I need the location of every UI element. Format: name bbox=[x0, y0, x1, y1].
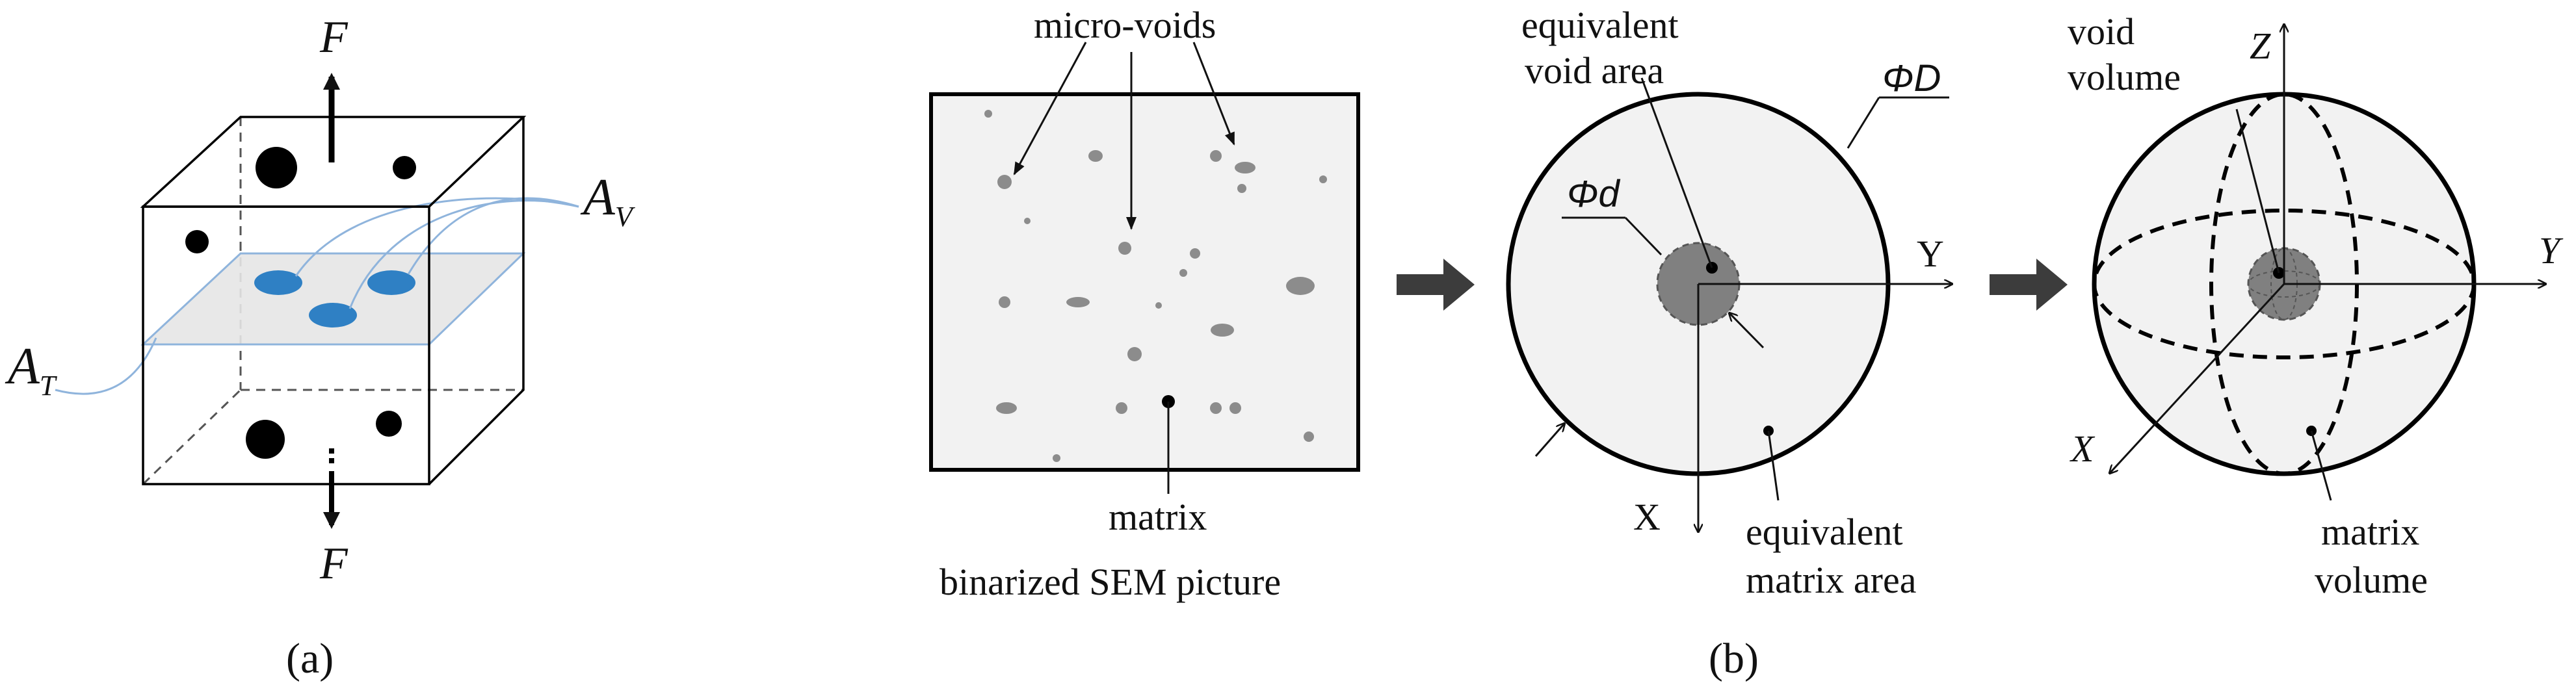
matrix-volume-label: volume bbox=[2315, 559, 2428, 601]
equivalent-sphere bbox=[2092, 25, 2545, 501]
caption-b: (b) bbox=[1709, 635, 1759, 682]
equivalent-circle bbox=[1506, 77, 1952, 532]
void-section-ellipse bbox=[254, 270, 302, 295]
void-volume-label: volume bbox=[2068, 56, 2181, 98]
sphere-axis-x-label: X bbox=[2070, 428, 2096, 470]
circle-axis-y-label: Y bbox=[1917, 233, 1944, 275]
sphere-axis-z-label: Z bbox=[2250, 25, 2271, 67]
outer-diameter-label: ΦD bbox=[1882, 57, 1941, 99]
equivalent-matrix-label: matrix area bbox=[1746, 559, 1916, 601]
void-volume-label: void bbox=[2068, 10, 2135, 53]
caption-a: (a) bbox=[286, 635, 334, 682]
sem-picture-label: binarized SEM picture bbox=[940, 561, 1281, 603]
void-section-ellipse bbox=[309, 303, 357, 328]
sem-picture bbox=[929, 42, 1360, 494]
inner-diameter-label: Φd bbox=[1567, 173, 1621, 215]
area-total-label: AT bbox=[5, 338, 58, 402]
equivalent-matrix-label: equivalent bbox=[1746, 511, 1903, 553]
transition-arrow bbox=[1990, 259, 2068, 311]
force-bottom-label: F bbox=[319, 539, 348, 589]
micro-voids-label: micro-voids bbox=[1034, 4, 1216, 46]
area-void-label: AV bbox=[580, 169, 636, 233]
equivalent-void-label: equivalent bbox=[1521, 4, 1679, 46]
equivalent-void-label: void area bbox=[1525, 49, 1664, 92]
transition-arrow bbox=[1397, 259, 1475, 311]
force-top-label: F bbox=[319, 12, 348, 62]
matrix-label: matrix bbox=[1109, 496, 1207, 538]
circle-axis-x-label: X bbox=[1633, 496, 1661, 538]
matrix-volume-label: matrix bbox=[2321, 511, 2419, 553]
cross-section-plane bbox=[140, 252, 526, 346]
void-section-ellipse bbox=[367, 270, 415, 295]
sphere-axis-y-label: Y bbox=[2539, 229, 2564, 272]
panel-a-cube bbox=[55, 73, 579, 529]
